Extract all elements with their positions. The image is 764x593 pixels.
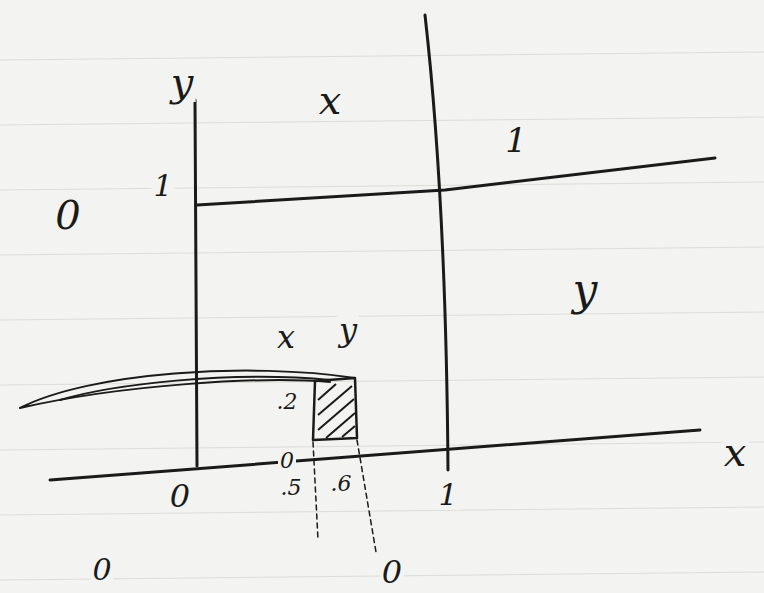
sketch-label: .2 (275, 391, 300, 413)
sketch-label: 1 (436, 480, 459, 510)
drop-line (313, 442, 318, 540)
scribble (20, 371, 355, 408)
hatching (318, 384, 355, 438)
sketch-label: y (169, 62, 196, 102)
drop-line (357, 440, 376, 552)
region-square (313, 378, 357, 440)
sketch-label: 0 (168, 480, 192, 512)
sketch-label: .6 (329, 473, 354, 495)
paper-rules (0, 52, 764, 580)
sketch-label: x (275, 321, 297, 353)
sketch-label: 1 (503, 123, 529, 157)
line-x-1 (425, 15, 448, 470)
sketch-label: y (337, 314, 359, 346)
line-y-1 (197, 158, 715, 205)
sketch-label: x (317, 80, 344, 120)
x-axis (50, 430, 700, 480)
sketch-label: x (722, 432, 749, 472)
sketch-label: .5 (279, 477, 304, 499)
y-axis (195, 100, 197, 466)
sketch-label: 1 (151, 171, 174, 201)
sketch-label: 0 (380, 556, 404, 588)
sketch-label: 0 (90, 555, 113, 585)
sketch-label: 0 (278, 450, 296, 472)
sketch-label: y (571, 268, 600, 312)
sketch-label: 0 (53, 195, 82, 235)
